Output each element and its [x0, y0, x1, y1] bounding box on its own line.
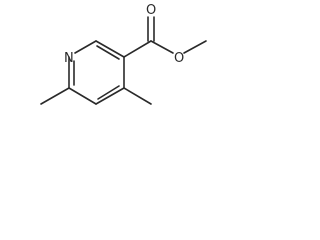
atom-ester-oxygen: O [174, 51, 184, 66]
bond-ester-o-methyl [183, 40, 207, 54]
double-bond-c3-c4-inner [97, 85, 120, 100]
atom-carbonyl-oxygen: O [146, 3, 156, 18]
bond-c5-c6 [95, 40, 125, 58]
bond-ring-carbonyl [123, 40, 152, 58]
bond-c6-n [74, 40, 97, 54]
bond-c3-c4 [95, 87, 125, 105]
bond-methyl-right [123, 87, 152, 105]
structure-canvas: N O O [0, 0, 216, 134]
bond-c2-c3 [68, 87, 97, 105]
bond-carbonyl-ester-o [150, 40, 174, 54]
atom-ring-nitrogen: N [64, 51, 74, 66]
bond-methyl-left [40, 87, 70, 105]
molecule-drawing: N O O [40, 3, 207, 105]
double-bond-c5-c6-inner [96, 45, 120, 60]
